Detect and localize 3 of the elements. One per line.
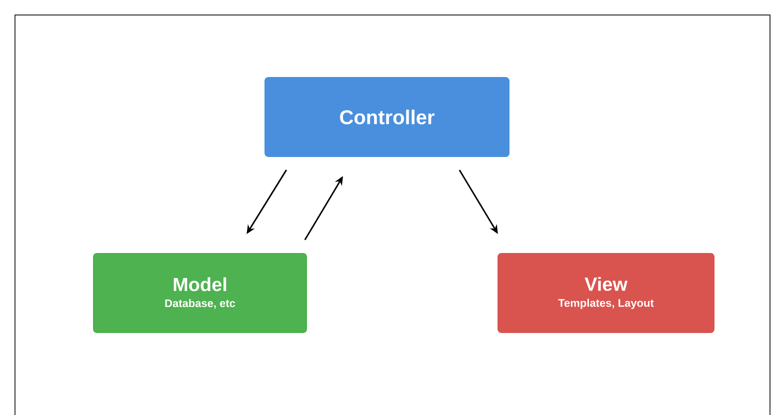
process-box: Model Database, etc <box>93 253 307 333</box>
process-box: View Templates, Layout <box>498 253 714 333</box>
process-box: Controller <box>264 77 510 157</box>
